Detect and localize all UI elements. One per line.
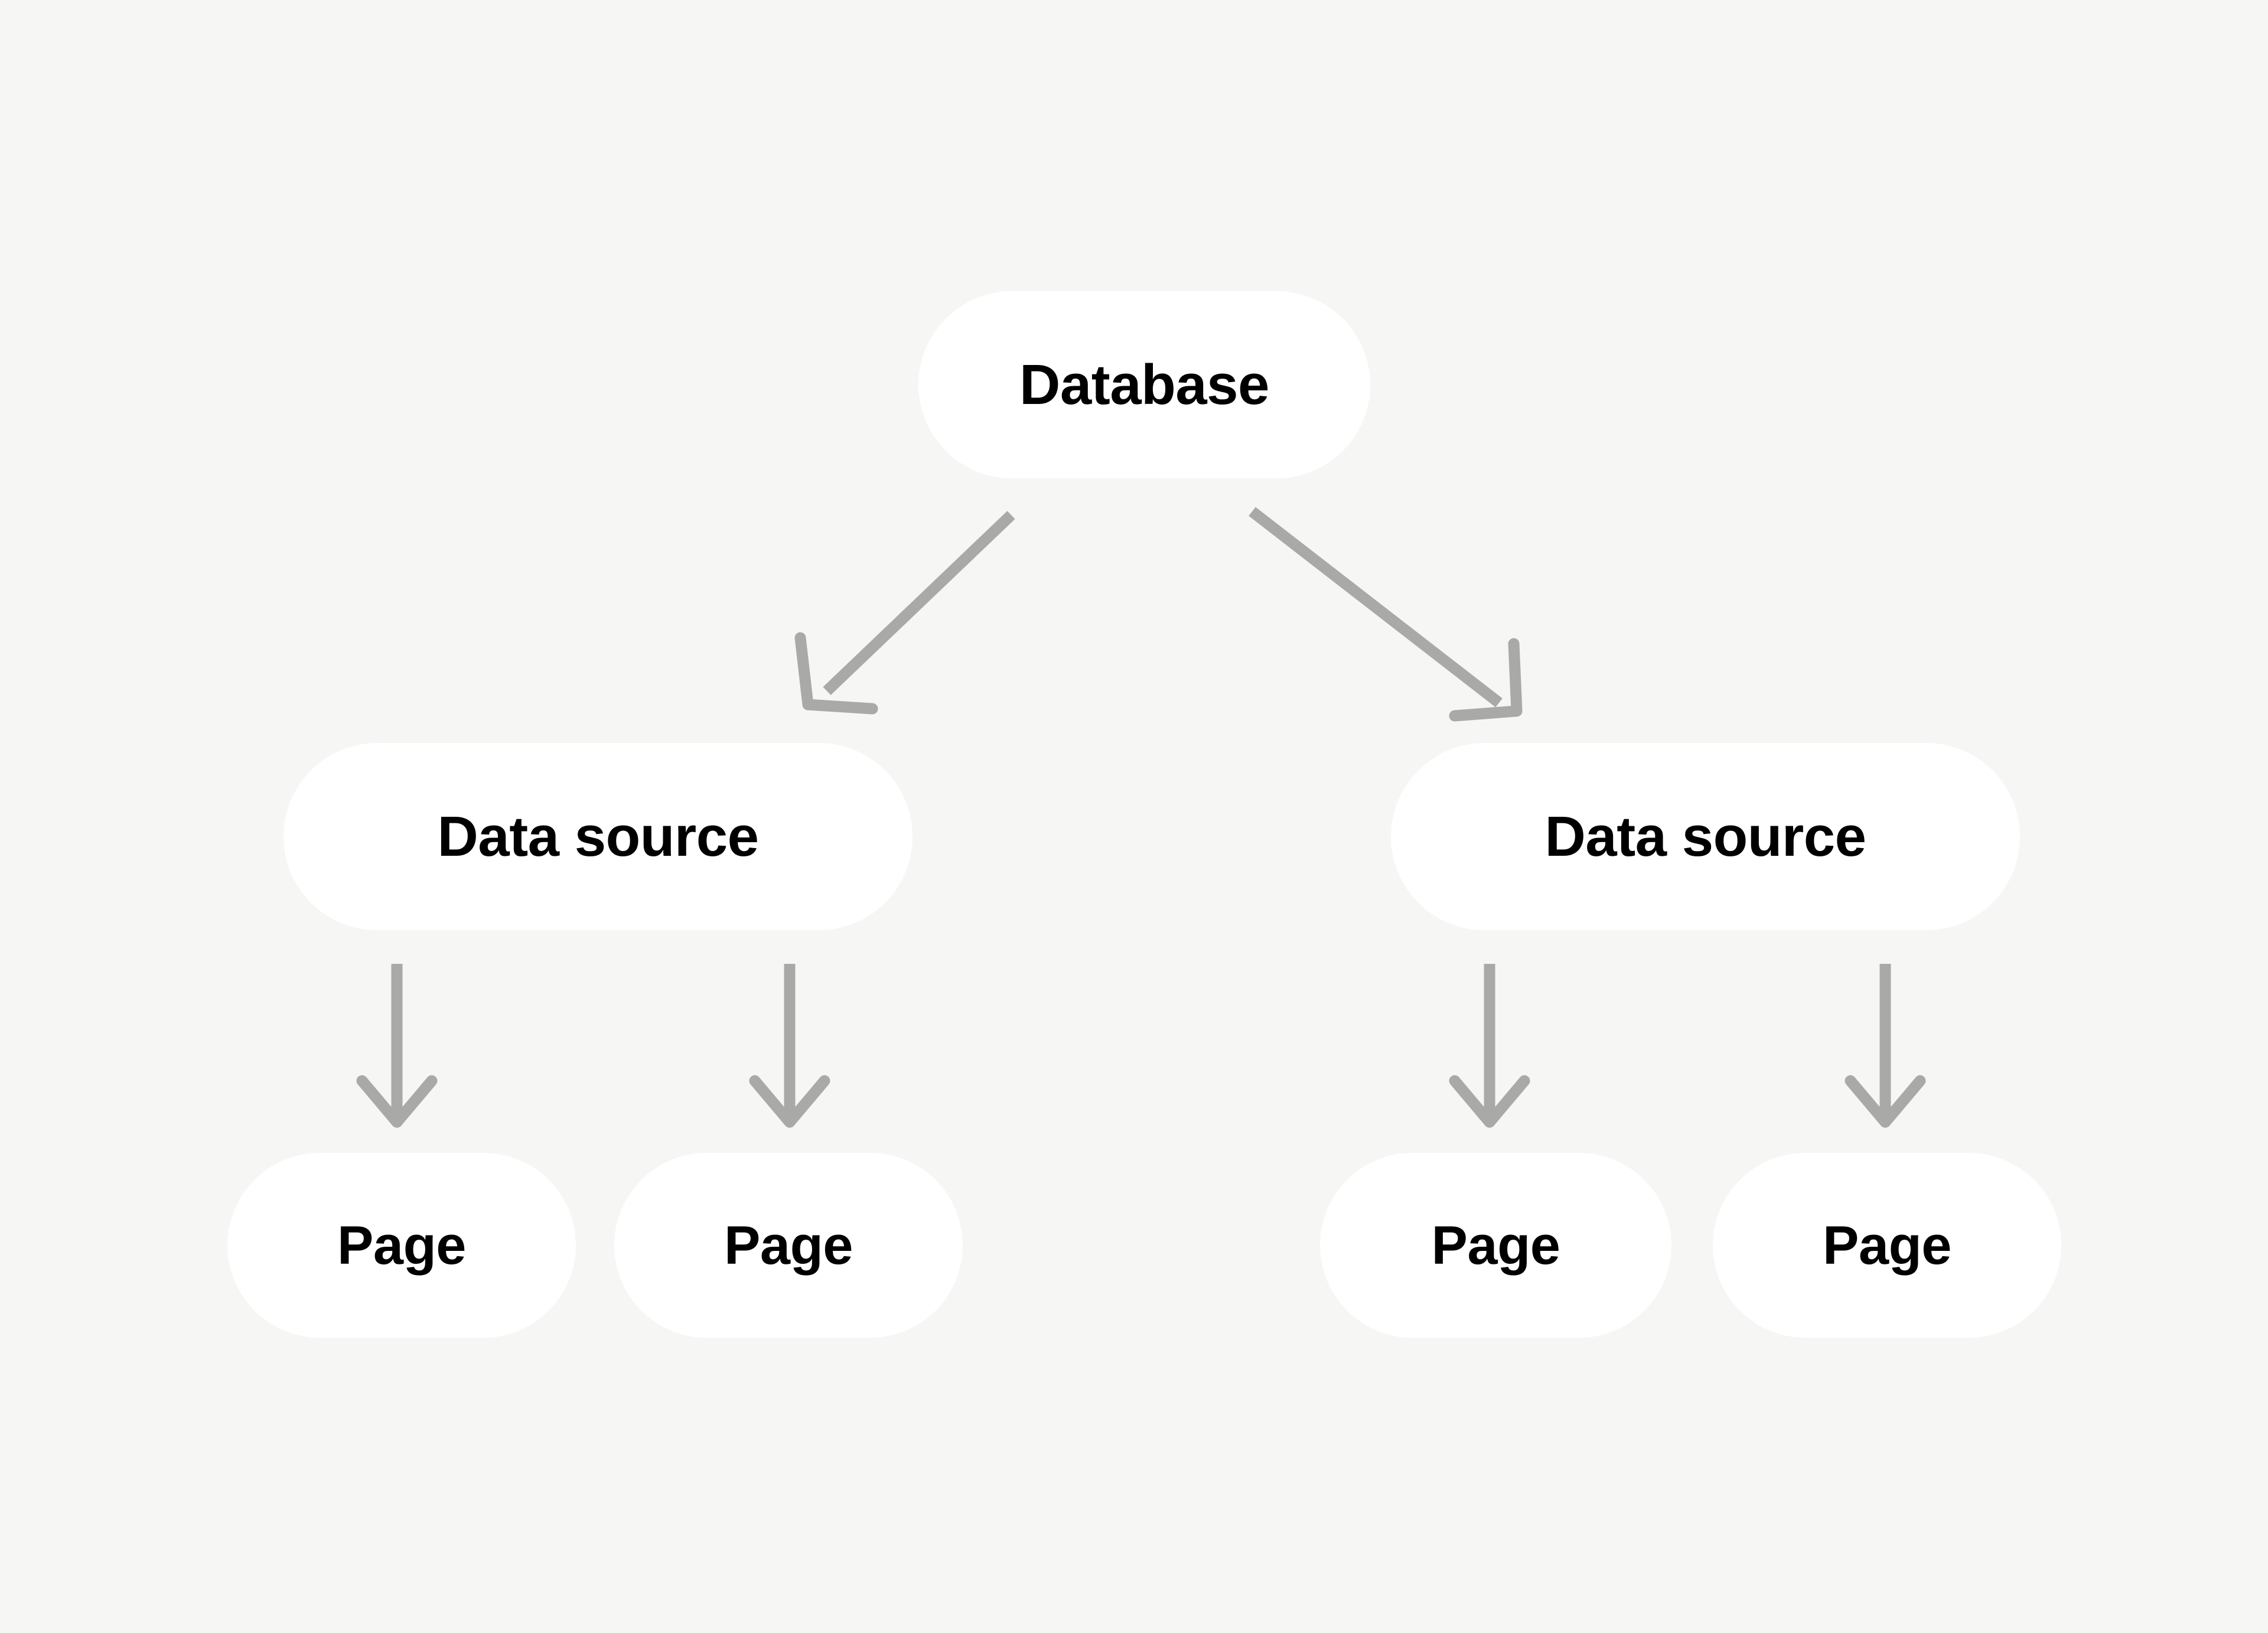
node-page-1-label: Page	[337, 1215, 466, 1276]
node-page-3[interactable]: Page	[1320, 1153, 1671, 1338]
node-page-3-label: Page	[1431, 1215, 1560, 1276]
arrowhead-icon	[749, 1075, 830, 1128]
node-page-4-label: Page	[1823, 1215, 1951, 1276]
arrowhead-icon	[1449, 1075, 1530, 1128]
arrowhead-icon	[794, 632, 878, 715]
node-page-1[interactable]: Page	[227, 1153, 576, 1338]
node-page-2[interactable]: Page	[614, 1153, 963, 1338]
node-page-4[interactable]: Page	[1713, 1153, 2061, 1338]
edge-data-source-2-to-page-4	[1845, 964, 1926, 1128]
edge-database-to-data-source-1	[794, 511, 1015, 715]
arrowhead-icon	[356, 1075, 438, 1128]
node-data-source-2-label: Data source	[1544, 804, 1866, 868]
node-page-2-label: Page	[724, 1215, 853, 1276]
arrowhead-icon	[1449, 638, 1523, 722]
edge-data-source-1-to-page-2	[749, 964, 830, 1128]
node-data-source-1[interactable]: Data source	[284, 743, 913, 930]
node-data-source-2[interactable]: Data source	[1391, 743, 2020, 930]
node-data-source-1-label: Data source	[437, 804, 759, 868]
edge-data-source-2-to-page-3	[1449, 964, 1530, 1128]
edge-line	[1249, 507, 1503, 708]
arrowhead-icon	[1845, 1075, 1926, 1128]
edge-data-source-1-to-page-1	[356, 964, 438, 1128]
node-database[interactable]: Database	[918, 291, 1370, 478]
edge-database-to-data-source-2	[1249, 507, 1523, 722]
edge-line	[823, 511, 1015, 695]
node-database-label: Database	[1019, 353, 1269, 416]
